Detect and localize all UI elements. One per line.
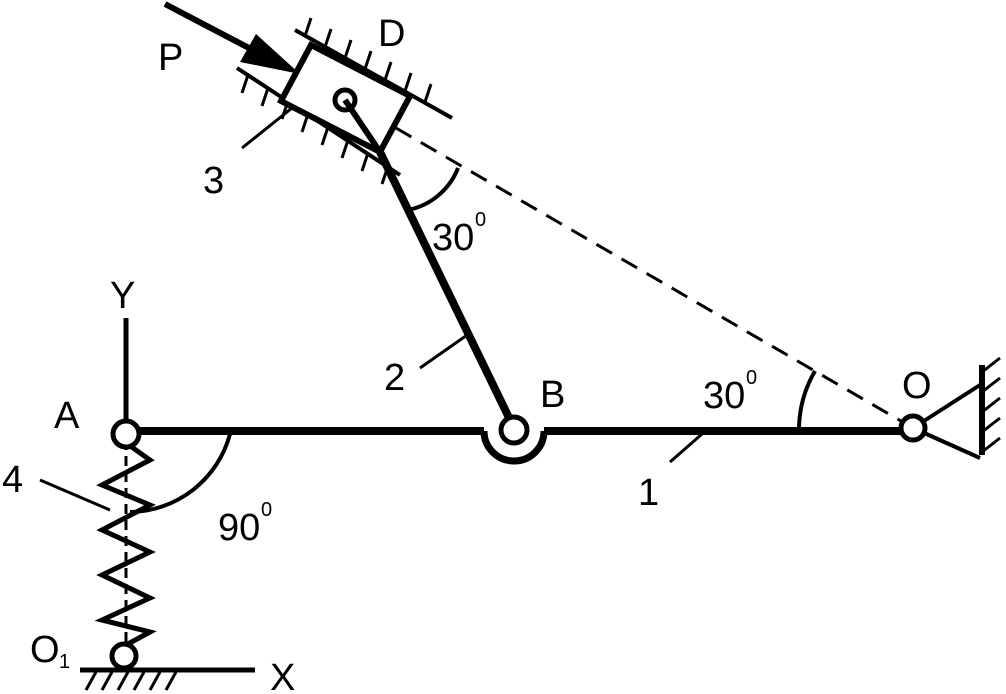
angle-arc-left — [129, 433, 232, 514]
label-member-1: 1 — [638, 472, 659, 514]
svg-text:1: 1 — [59, 651, 70, 673]
svg-text:0: 0 — [746, 367, 757, 389]
svg-text:0: 0 — [261, 499, 272, 521]
svg-text:O: O — [30, 629, 60, 671]
svg-text:30: 30 — [703, 375, 745, 417]
label-joint-b: B — [540, 374, 565, 416]
leader-4 — [39, 478, 111, 512]
label-joint-a: A — [54, 395, 80, 437]
spring-4 — [94, 440, 157, 648]
angle-label-right: 30 0 — [703, 367, 757, 417]
label-member-2: 2 — [384, 357, 405, 399]
joint-b-cup — [480, 430, 548, 465]
pivot-o-pin — [898, 413, 928, 443]
dashed-line-od — [295, 68, 914, 430]
svg-text:90: 90 — [218, 507, 260, 549]
angle-arc-top — [407, 167, 460, 212]
label-member-3: 3 — [203, 160, 224, 202]
joint-b-pin — [498, 414, 530, 446]
angle-label-top: 30 0 — [432, 209, 486, 259]
leader-2 — [419, 331, 471, 370]
leader-3 — [241, 106, 293, 150]
label-pivot-o: O — [902, 365, 932, 407]
ground-hatching — [84, 671, 178, 691]
slider-pin-rod — [342, 98, 383, 154]
label-axis-y: Y — [110, 275, 135, 317]
label-ground-o1: O 1 — [30, 629, 70, 673]
label-member-4: 4 — [2, 459, 23, 501]
label-point-d: D — [378, 13, 405, 55]
svg-text:30: 30 — [432, 217, 474, 259]
angle-arc-right — [796, 369, 817, 432]
angle-label-left: 90 0 — [218, 499, 272, 549]
svg-text:0: 0 — [475, 209, 486, 231]
label-force-p: P — [158, 37, 183, 79]
force-arrow-p — [163, 1, 300, 74]
ground-o1-pin — [109, 641, 139, 671]
member-2 — [376, 150, 518, 430]
label-axis-x: X — [270, 657, 295, 694]
joint-a-pin — [110, 418, 142, 450]
leader-1 — [669, 432, 703, 464]
